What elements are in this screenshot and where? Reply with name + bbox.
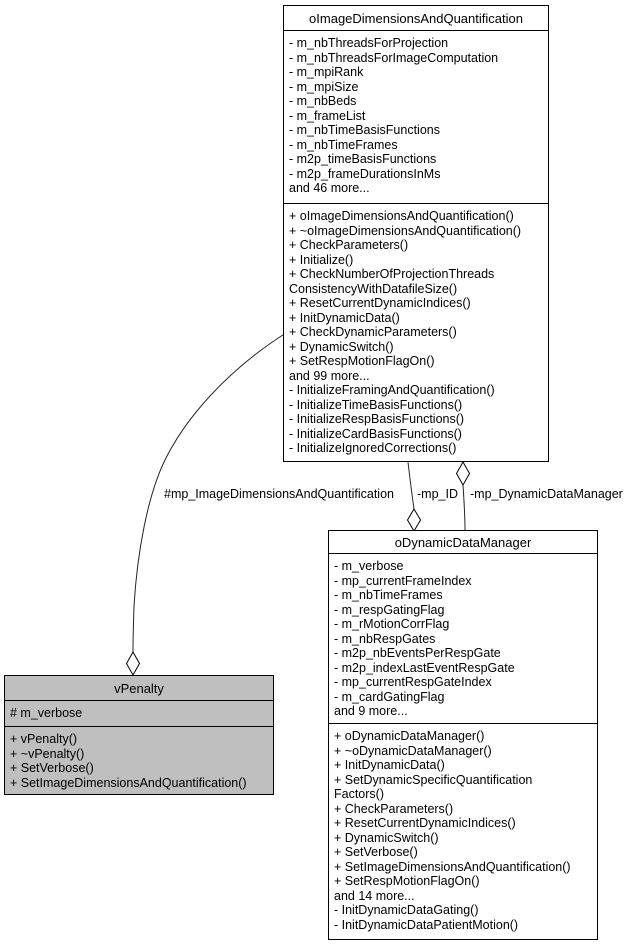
member-line: and 9 more... xyxy=(334,704,408,718)
member-line: + SetRespMotionFlagOn() xyxy=(334,874,480,888)
edge-mp-dynamicdatamanager xyxy=(462,484,466,531)
member-line: - m_respGatingFlag xyxy=(334,602,445,617)
member-line: + InitDynamicData() xyxy=(289,310,400,325)
member-line: + ResetCurrentDynamicIndices() xyxy=(289,296,471,310)
member-line: + Initialize() xyxy=(289,252,354,267)
member-line: + ~oImageDimensionsAndQuantification() xyxy=(289,223,522,238)
member-line: + SetRespMotionFlagOn() xyxy=(289,354,435,368)
member-line: + oDynamicDataManager() xyxy=(334,729,485,743)
member-line: - m2p_nbEventsPerRespGate xyxy=(334,646,501,660)
member-line: + SetVerbose() xyxy=(10,761,94,775)
member-line: - m_nbThreadsForImageComputation xyxy=(289,50,499,65)
member-line: - m_nbThreadsForProjection xyxy=(289,36,449,50)
edge-label-mp-imagedimensionsandquantification: #mp_ImageDimensionsAndQuantification xyxy=(164,487,394,501)
member-line: + oImageDimensionsAndQuantification() xyxy=(289,209,514,223)
member-line: - m_verbose xyxy=(334,559,404,573)
class-title: oImageDimensionsAndQuantification xyxy=(284,6,548,31)
member-line: + ~oDynamicDataManager() xyxy=(334,743,492,758)
class-attributes-section: # m_verbose xyxy=(5,701,273,727)
member-line: and 46 more... xyxy=(289,181,370,195)
member-line: and 14 more... xyxy=(334,888,415,903)
member-line: - m_cardGatingFlag xyxy=(334,689,445,704)
member-line: - m_nbTimeBasisFunctions xyxy=(289,123,440,137)
member-line: - m_nbBeds xyxy=(289,94,357,108)
class-box-vpenalty[interactable]: vPenalty # m_verbose + vPenalty()+ ~vPen… xyxy=(4,675,274,795)
class-box-oimagedimensionsandquantification[interactable]: oImageDimensionsAndQuantification - m_nb… xyxy=(283,5,549,462)
member-line: + ~vPenalty() xyxy=(10,746,85,761)
edge-mp-imagedimensionsandquantification xyxy=(132,332,287,653)
edge-mp-id xyxy=(407,461,415,510)
member-line: ConsistencyWithDatafileSize() xyxy=(289,281,458,296)
member-line: + CheckParameters() xyxy=(289,238,409,252)
member-line: + vPenalty() xyxy=(10,732,78,746)
member-line: - InitializeIgnoredCorrections() xyxy=(289,441,457,455)
class-methods-section: + vPenalty()+ ~vPenalty()+ SetVerbose()+… xyxy=(5,727,273,794)
member-line: + CheckNumberOfProjectionThreads xyxy=(289,267,495,281)
member-line: - InitDynamicDataPatientMotion() xyxy=(334,917,519,932)
member-line: + DynamicSwitch() xyxy=(334,830,439,845)
member-line: - m_nbTimeFrames xyxy=(334,588,443,602)
member-line: - InitializeCardBasisFunctions() xyxy=(289,426,462,441)
class-title: oDynamicDataManager xyxy=(329,531,597,554)
class-methods-section: + oDynamicDataManager()+ ~oDynamicDataMa… xyxy=(329,724,597,939)
class-attributes-section: - m_nbThreadsForProjection- m_nbThreadsF… xyxy=(284,31,548,204)
member-line: - m2p_indexLastEventRespGate xyxy=(334,660,515,675)
member-line: - m_nbRespGates xyxy=(334,631,436,646)
member-line: + SetImageDimensionsAndQuantification() xyxy=(10,775,247,790)
member-line: + SetDynamicSpecificQuantification xyxy=(334,772,533,787)
member-line: - mp_currentRespGateIndex xyxy=(334,675,492,689)
member-line: + SetImageDimensionsAndQuantification() xyxy=(334,859,571,874)
member-line: + ResetCurrentDynamicIndices() xyxy=(334,816,516,830)
edge-label-mp-dynamicdatamanager: -mp_DynamicDataManager xyxy=(470,487,623,501)
class-attributes-section: - m_verbose- mp_currentFrameIndex- m_nbT… xyxy=(329,554,597,724)
member-line: - InitializeRespBasisFunctions() xyxy=(289,412,465,426)
member-line: + CheckParameters() xyxy=(334,801,454,816)
member-line: - InitializeFramingAndQuantification() xyxy=(289,383,495,397)
member-line: - m_nbTimeFrames xyxy=(289,137,398,152)
member-line: - InitDynamicDataGating() xyxy=(334,903,479,917)
member-line: - m2p_frameDurationsInMs xyxy=(289,166,441,181)
member-line: - m_mpiRank xyxy=(289,65,364,79)
class-title: vPenalty xyxy=(5,676,273,701)
member-line: - m_rMotionCorrFlag xyxy=(334,617,450,631)
member-line: Factors() xyxy=(334,787,384,801)
member-line: - mp_currentFrameIndex xyxy=(334,573,472,588)
aggregation-diamond-icon xyxy=(455,460,471,487)
member-line: - InitializeTimeBasisFunctions() xyxy=(289,397,463,412)
aggregation-diamond-icon xyxy=(125,650,141,677)
member-line: - m_mpiSize xyxy=(289,79,359,94)
member-line: - m2p_timeBasisFunctions xyxy=(289,152,437,166)
member-line: + SetVerbose() xyxy=(334,845,418,859)
class-box-odynamicdatamanager[interactable]: oDynamicDataManager - m_verbose- mp_curr… xyxy=(328,530,598,940)
aggregation-diamond-icon xyxy=(406,508,422,532)
member-line: + CheckDynamicParameters() xyxy=(289,325,457,339)
member-line: - m_frameList xyxy=(289,108,366,123)
member-line: and 99 more... xyxy=(289,368,370,383)
member-line: + InitDynamicData() xyxy=(334,758,445,772)
class-methods-section: + oImageDimensionsAndQuantification()+ ~… xyxy=(284,204,548,461)
member-line: # m_verbose xyxy=(10,706,83,720)
member-line: + DynamicSwitch() xyxy=(289,339,394,354)
edge-label-mp-id: -mp_ID xyxy=(417,487,458,501)
